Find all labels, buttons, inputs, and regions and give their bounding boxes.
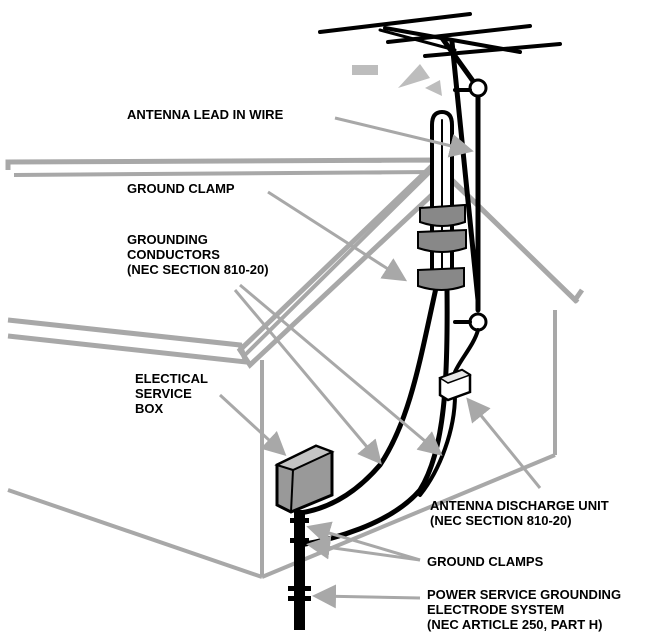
label-electrode-line2: ELECTRODE SYSTEM xyxy=(427,602,564,617)
lead-in-ground-clamps xyxy=(417,203,467,291)
mast-bracket-top xyxy=(468,78,488,98)
antenna-feed-element xyxy=(352,64,442,96)
label-discharge-unit-line2: (NEC SECTION 810-20) xyxy=(430,513,572,528)
clamp-3 xyxy=(417,266,465,291)
label-electrode-line1: POWER SERVICE GROUNDING xyxy=(427,587,621,602)
clamp-1 xyxy=(419,203,466,227)
clamp-2 xyxy=(417,228,467,253)
label-grounding-conductors-line3: (NEC SECTION 810-20) xyxy=(127,262,269,277)
antenna-discharge-unit xyxy=(438,368,472,402)
label-grounding-conductors-line2: CONDUCTORS xyxy=(127,247,220,262)
labels: ANTENNA LEAD IN WIRE GROUND CLAMP GROUND… xyxy=(127,107,621,632)
label-grounding-conductors-line1: GROUNDING xyxy=(127,232,208,247)
label-service-box-line1: ELECTICAL xyxy=(135,371,208,386)
lead-in-cable xyxy=(430,109,454,282)
label-service-box-line2: SERVICE xyxy=(135,386,192,401)
label-ground-clamps: GROUND CLAMPS xyxy=(427,554,544,569)
label-ground-clamp: GROUND CLAMP xyxy=(127,181,235,196)
callout-arrows xyxy=(218,116,542,609)
mast-bracket-bottom xyxy=(468,312,488,332)
label-discharge-unit-line1: ANTENNA DISCHARGE UNIT xyxy=(430,498,609,513)
label-service-box-line3: BOX xyxy=(135,401,164,416)
label-electrode-line3: (NEC ARTICLE 250, PART H) xyxy=(427,617,603,632)
antenna xyxy=(318,12,562,332)
electrical-service-box xyxy=(274,444,335,514)
grounding-electrode xyxy=(288,510,311,630)
label-lead-in-wire: ANTENNA LEAD IN WIRE xyxy=(127,107,284,122)
